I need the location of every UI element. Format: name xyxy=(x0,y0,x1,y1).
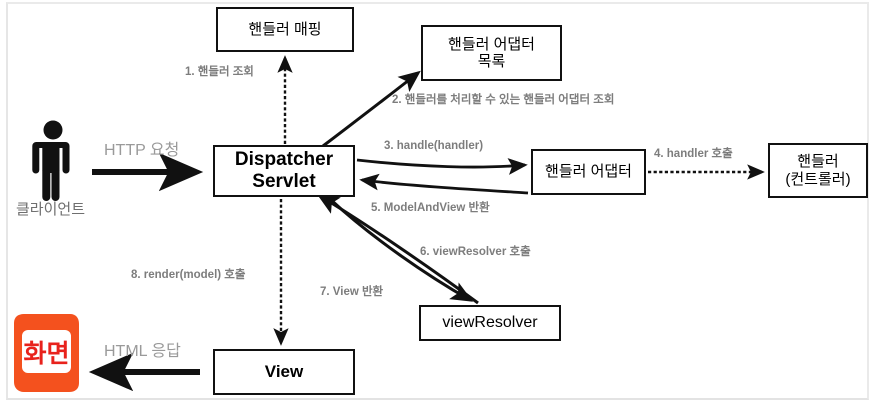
step-label-7: 7. View 반환 xyxy=(320,286,384,298)
node-dispatcher-servlet[interactable]: Dispatcher Servlet xyxy=(213,145,355,197)
node-handler-adapter-list-label: 핸들러 어댑터 목록 xyxy=(448,35,535,70)
node-handler-mapping-label: 핸들러 매핑 xyxy=(248,20,322,38)
arrow-adapter-to-dispatcher xyxy=(359,173,529,195)
step-label-4: 4. handler 호출 xyxy=(654,148,733,160)
node-handler-adapter-label: 핸들러 어댑터 xyxy=(545,163,632,181)
node-view-resolver[interactable]: viewResolver xyxy=(419,305,561,341)
step-label-1: 1. 핸들러 조회 xyxy=(185,66,254,78)
arrow-dispatcher-to-adapter xyxy=(356,158,528,175)
node-handler-adapter-list[interactable]: 핸들러 어댑터 목록 xyxy=(421,25,562,81)
person-icon xyxy=(32,120,70,201)
caption-http-response: HTML 응답 xyxy=(104,343,181,360)
node-view[interactable]: View xyxy=(213,349,355,395)
caption-http-request: HTTP 요청 xyxy=(104,142,180,159)
client-caption: 클라이언트 xyxy=(16,201,86,218)
arrow-viewresolver-to-dispatcher xyxy=(316,194,479,305)
step-label-3: 3. handle(handler) xyxy=(384,140,484,152)
arrow-dispatcher-to-adapter-list xyxy=(322,70,421,148)
screen-logo-icon: 화면 xyxy=(14,314,79,392)
node-handler-adapter[interactable]: 핸들러 어댑터 xyxy=(531,149,646,195)
node-handler-mapping[interactable]: 핸들러 매핑 xyxy=(216,7,354,52)
step-label-2: 2. 핸들러를 처리할 수 있는 핸들러 어댑터 조회 xyxy=(392,94,615,106)
node-handler-controller-label: 핸들러 (컨트롤러) xyxy=(785,153,851,188)
step-label-8: 8. render(model) 호출 xyxy=(131,269,246,281)
node-handler-controller[interactable]: 핸들러 (컨트롤러) xyxy=(768,143,868,198)
node-dispatcher-servlet-label: Dispatcher Servlet xyxy=(234,149,334,192)
screen-logo-text: 화면 xyxy=(23,339,69,368)
node-view-resolver-label: viewResolver xyxy=(442,313,538,331)
step-label-5: 5. ModelAndView 반환 xyxy=(371,202,490,214)
step-label-6: 6. viewResolver 호출 xyxy=(420,246,531,258)
node-view-label: View xyxy=(264,362,304,382)
